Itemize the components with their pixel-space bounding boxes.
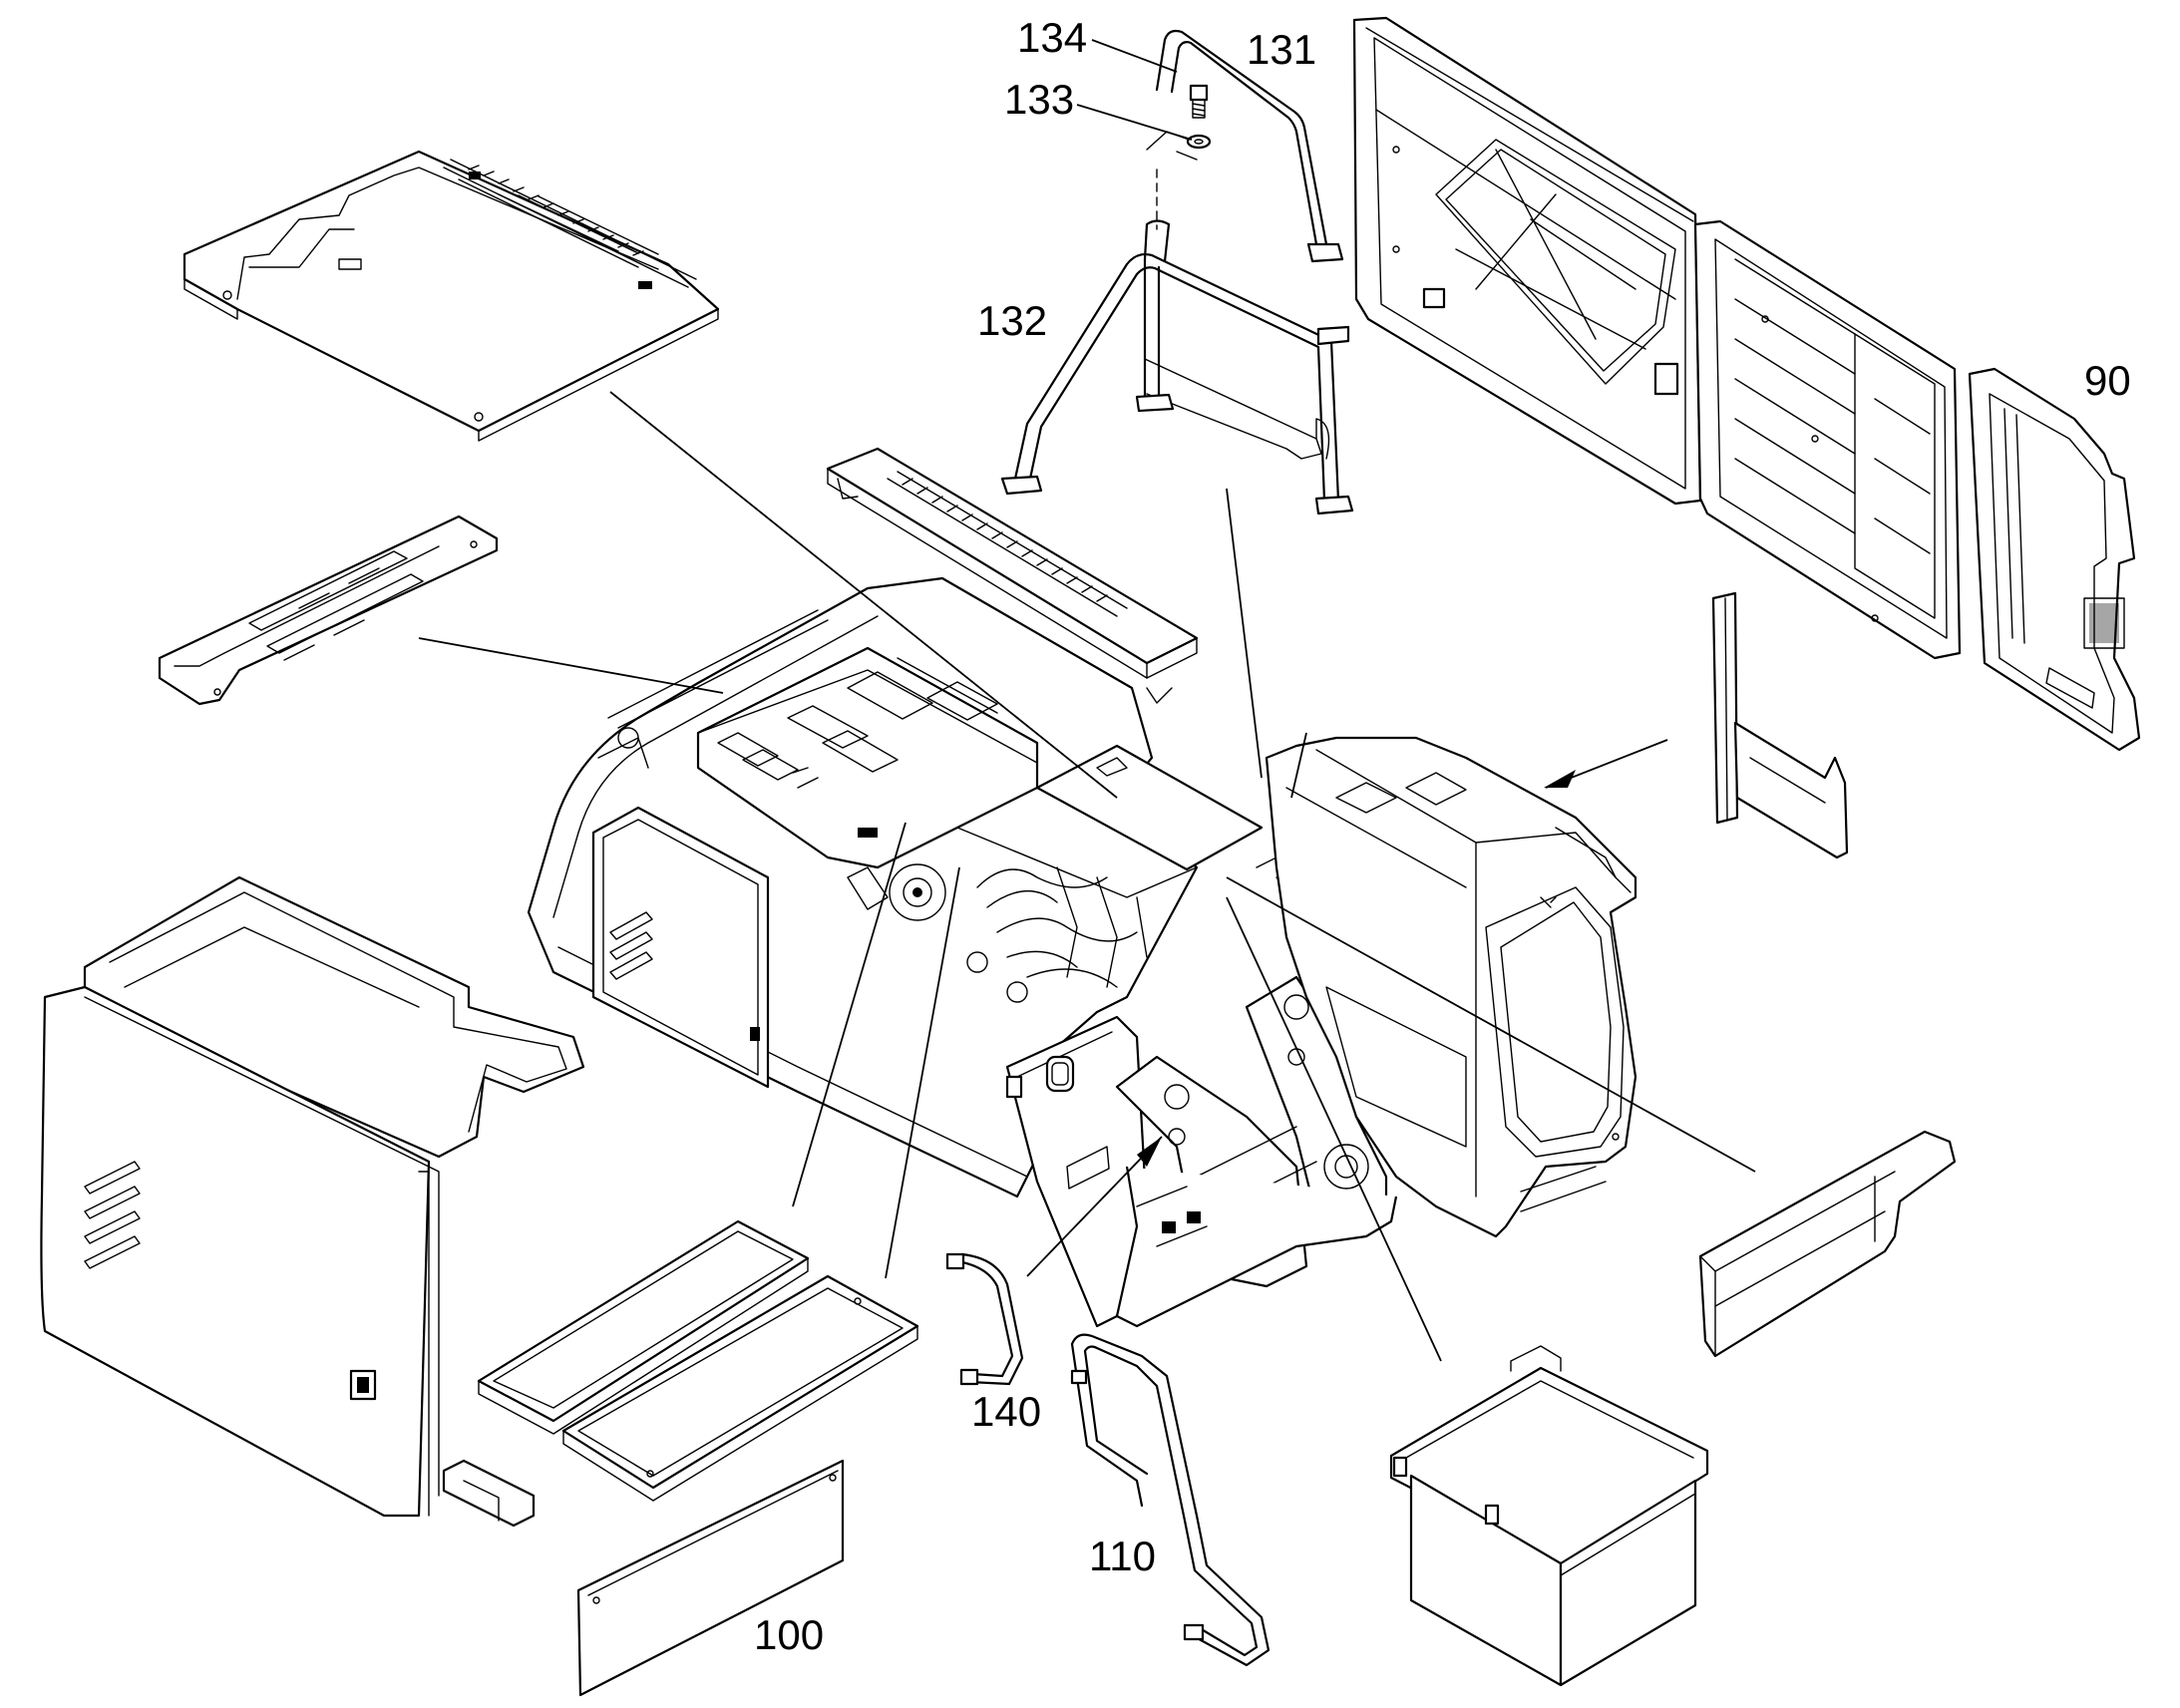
handrail-132 [1000,219,1354,515]
inspection-cover-2 [561,1274,919,1502]
callout-133: 133 [1004,76,1074,123]
handrail-110 [1070,1333,1271,1667]
operator-cab [1265,736,1637,1238]
vent-grille-plate [158,514,499,706]
small-bracket [442,1459,536,1528]
inspection-cover-1 [477,1219,810,1435]
callout-100: 100 [754,1611,824,1658]
hose-140 [945,1252,1024,1386]
callout-labels: 134 133 131 132 90 140 110 100 [754,14,2131,1658]
callout-132: 132 [977,297,1047,344]
hood-vent-slots [443,159,697,289]
counterweight-panel [1698,1130,1957,1358]
cover-vent-slots [84,1161,141,1269]
bottom-panel-100 [576,1459,845,1697]
callout-131: 131 [1247,26,1316,73]
main-upper-structure [527,576,1507,1328]
callout-90: 90 [2084,357,2131,404]
side-door-panel-1 [1352,16,1702,506]
small-side-door [1711,591,1849,859]
side-door-panel-2 [1693,219,1962,660]
side-door-panel-90 [1968,367,2141,752]
handrail-131 [1155,29,1344,263]
callout-134: 134 [1017,14,1087,61]
long-grille-bar [826,447,1199,704]
callout-140: 140 [971,1388,1041,1435]
left-side-cover-box [40,875,585,1518]
engine-hood-panel [182,150,720,442]
bolt-134 [1189,84,1209,119]
tool-box [1389,1345,1709,1687]
callout-110: 110 [1089,1533,1156,1579]
